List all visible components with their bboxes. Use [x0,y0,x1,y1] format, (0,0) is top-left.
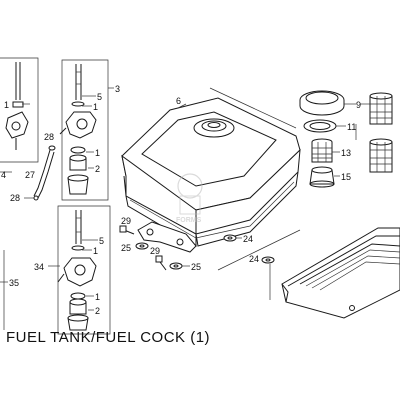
upper-fuel-cock-panel [59,59,109,201]
callout-24-right: 24 [249,254,259,264]
callout-28-upper: 28 [44,132,54,142]
callout-2-lower: 2 [95,306,100,316]
callout-6: 6 [176,96,181,106]
callout-34: 34 [34,262,44,272]
callout-24-center: 24 [243,234,253,244]
callout-5-lower: 5 [99,236,104,246]
nut-25-upper [135,242,149,250]
nut-24-center [223,234,237,242]
left-fuel-cock-part [5,62,29,150]
watermark-logo: FORMS [176,173,203,224]
cap-gasket [303,119,337,133]
fuel-cap [299,90,345,116]
callout-25-upper: 25 [121,243,131,253]
callout-15: 15 [341,172,351,182]
callout-3: 3 [115,84,120,94]
callout-2-upper: 2 [95,164,100,174]
callout-1-left: 1 [4,100,9,110]
callout-1-lower-b: 1 [95,292,100,302]
callout-13: 13 [341,148,351,158]
callout-5-upper: 5 [97,92,102,102]
watermark-text: FORMS [176,217,202,224]
fuel-strainer-cup [309,166,335,188]
nut-24-right [261,256,275,264]
callout-11: 11 [347,122,356,132]
callout-28-lower: 28 [10,193,20,203]
fuel-tube [33,145,56,199]
callout-4: 4 [1,170,6,180]
bolt-29-upper [119,225,135,235]
callout-9: 9 [356,100,361,110]
callout-1-upper: 1 [93,102,98,112]
callout-29-lower: 29 [150,246,160,256]
lower-fuel-cock-panel [57,205,111,335]
fuel-tank [121,97,301,247]
left-panel-outline [0,57,39,163]
filter-element-lower [369,138,393,173]
filter-element-upper [369,92,393,125]
callout-25-lower: 25 [191,262,201,272]
callout-29-upper: 29 [121,216,131,226]
callout-27: 27 [25,170,35,180]
tank-mounting-bracket [137,221,197,253]
fuel-filter-screen [311,138,333,163]
diagram-caption: FUEL TANK/FUEL COCK (1) [6,329,211,346]
nut-25-lower [169,262,183,270]
callout-35: 35 [9,278,19,288]
tank-cover [281,227,400,319]
bolt-29-lower [155,255,167,271]
callout-1-lower: 1 [93,246,98,256]
callout-1-upper-b: 1 [95,148,100,158]
